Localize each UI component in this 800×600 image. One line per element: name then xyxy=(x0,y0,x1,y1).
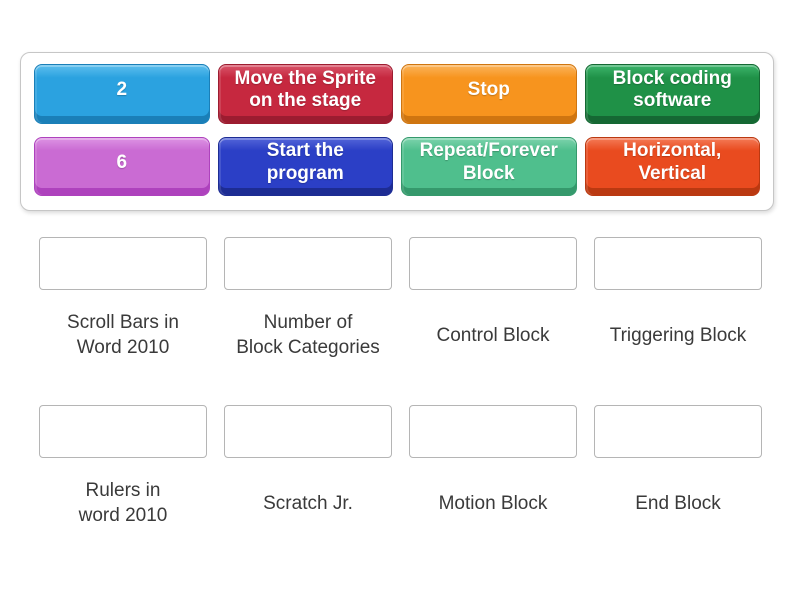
target-label: Control Block xyxy=(436,324,550,346)
target-end-block: End Block xyxy=(594,405,762,536)
draggable-tile-repeat-forever[interactable]: Repeat/Forever Block xyxy=(401,136,577,196)
draggable-tile-move-the-sprite[interactable]: Move the Sprite on the stage xyxy=(217,64,393,124)
target-label: Number of Block Categories xyxy=(236,312,380,358)
draggable-tile-stop[interactable]: Stop xyxy=(401,64,577,124)
draggable-tile-6[interactable]: 6 xyxy=(34,136,210,196)
answer-tray: 2 Move the Sprite on the stage Stop Bloc… xyxy=(20,52,774,211)
target-block-categories: Number of Block Categories xyxy=(224,237,392,368)
target-label: Motion Block xyxy=(438,492,548,514)
target-scratch-jr: Scratch Jr. xyxy=(224,405,392,536)
target-label: Scroll Bars in Word 2010 xyxy=(67,312,179,358)
draggable-tile-start-program[interactable]: Start the program xyxy=(217,136,393,196)
target-label: Triggering Block xyxy=(609,324,747,346)
target-scroll-bars: Scroll Bars in Word 2010 xyxy=(39,237,207,368)
drop-slot-block-categories[interactable] xyxy=(224,237,392,290)
target-triggering-block: Triggering Block xyxy=(594,237,762,368)
target-label: End Block xyxy=(635,492,721,514)
draggable-tile-2[interactable]: 2 xyxy=(34,64,210,124)
draggable-tile-block-coding[interactable]: Block coding software xyxy=(584,64,760,124)
target-row-1: Scroll Bars in Word 2010 Number of Block… xyxy=(39,237,762,368)
drop-slot-scroll-bars[interactable] xyxy=(39,237,207,290)
target-rulers: Rulers in word 2010 xyxy=(39,405,207,536)
drop-slot-control-block[interactable] xyxy=(409,237,577,290)
drop-slot-end-block[interactable] xyxy=(594,405,762,458)
target-label: Rulers in word 2010 xyxy=(78,480,168,526)
drop-slot-scratch-jr[interactable] xyxy=(224,405,392,458)
target-motion-block: Motion Block xyxy=(409,405,577,536)
target-control-block: Control Block xyxy=(409,237,577,368)
drop-slot-rulers[interactable] xyxy=(39,405,207,458)
draggable-tile-horizontal-vertical[interactable]: Horizontal, Vertical xyxy=(584,136,760,196)
drop-slot-triggering-block[interactable] xyxy=(594,237,762,290)
target-label: Scratch Jr. xyxy=(263,492,353,514)
drop-slot-motion-block[interactable] xyxy=(409,405,577,458)
target-row-2: Rulers in word 2010 Scratch Jr. Motion B… xyxy=(39,405,762,536)
